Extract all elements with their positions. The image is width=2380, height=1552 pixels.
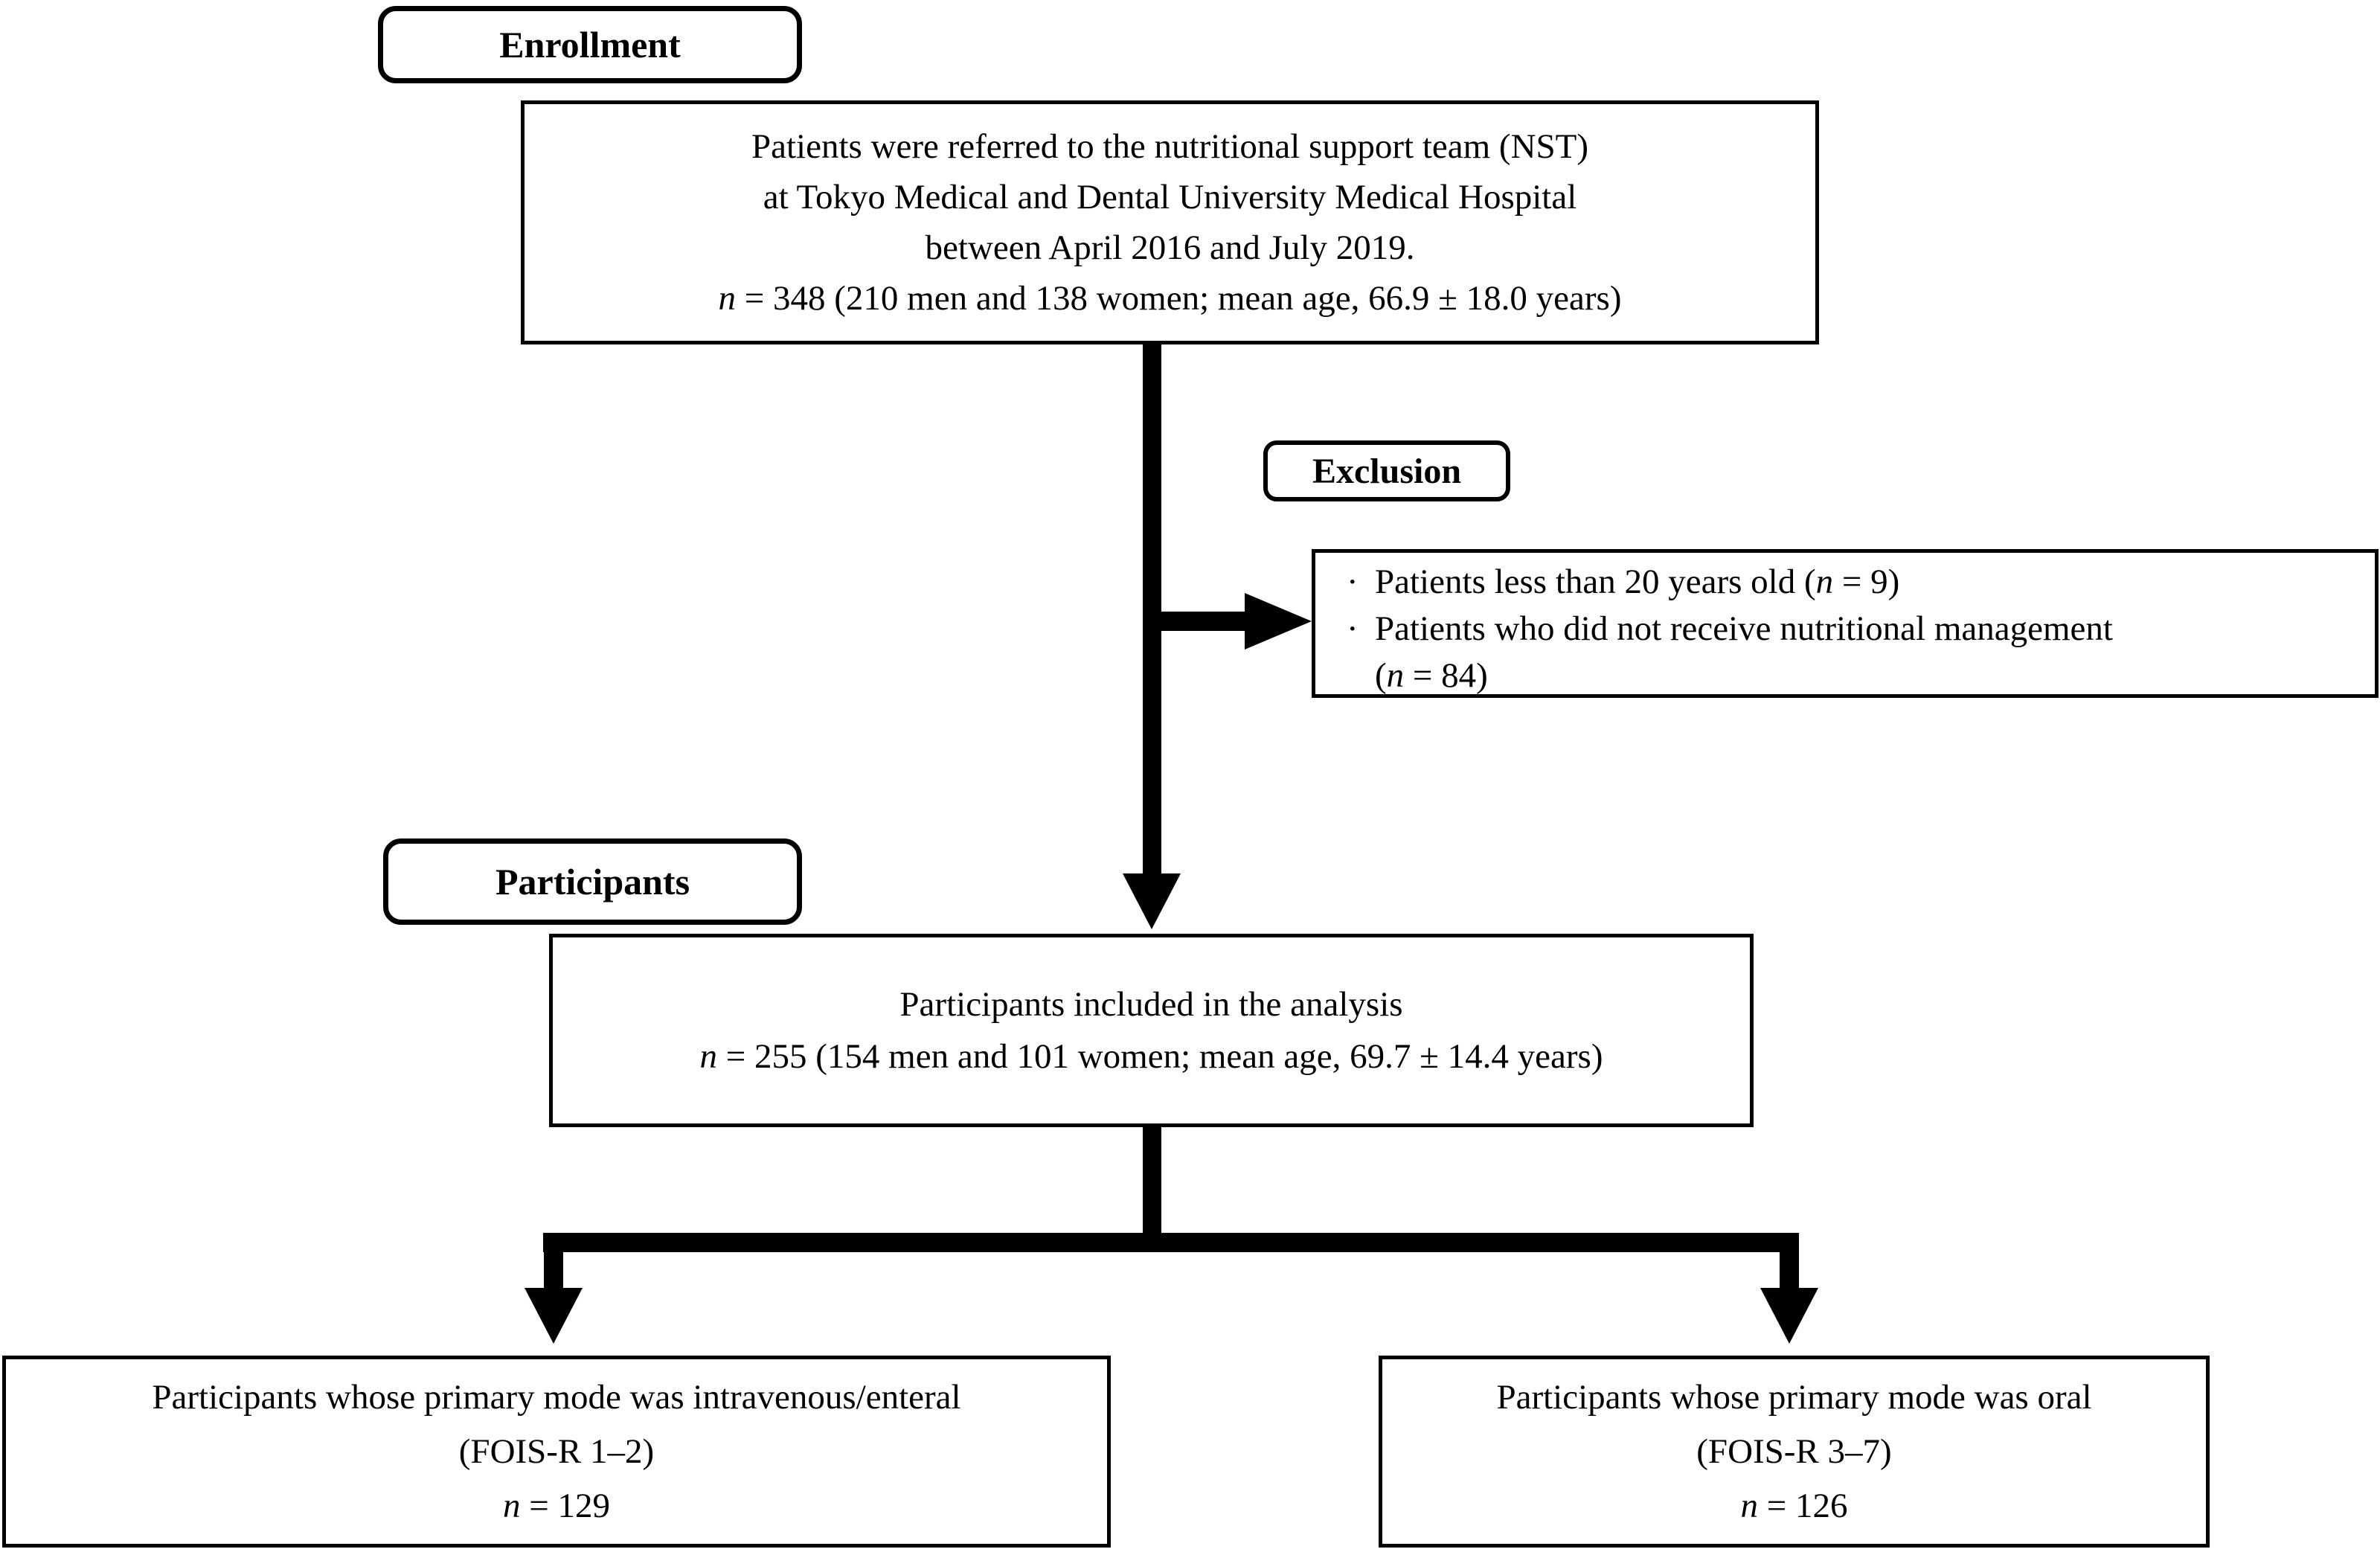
n-symbol: n [502,1486,521,1525]
bullet-icon: · [1347,609,1359,648]
n-symbol: n [1815,562,1834,601]
iv-enteral-outcome-box: Participants whose primary mode was intr… [2,1356,1111,1548]
exclusion-criteria-box: · Patients less than 20 years old (n = 9… [1312,549,2379,698]
arrow-to-exclusion-shaft [1143,612,1247,631]
n-symbol: n [699,1037,718,1076]
arrow-referred-to-analysis-head [1123,873,1181,929]
participants-stage-label-text: Participants [495,861,690,902]
exclusion-item-1-post: = 9) [1833,562,1900,601]
enrollment-stage-label: Enrollment [378,6,802,83]
arrow-to-oral-shaft [1780,1252,1799,1289]
oral-outcome-box: Participants whose primary mode was oral… [1379,1356,2210,1548]
exclusion-item-2: · Patients who did not receive nutrition… [1347,606,2360,652]
oral-n-stats: = 126 [1757,1486,1848,1525]
enrollment-stage-label-text: Enrollment [499,24,681,65]
iv-enteral-line-2: (FOIS-R 1–2) [458,1431,655,1471]
branch-stem-shaft [1143,1126,1161,1237]
exclusion-item-2-continued: (n = 84) [1375,652,2360,699]
exclusion-item-1-text: Patients less than 20 years old (n = 9) [1375,559,1899,606]
oral-line-1: Participants whose primary mode was oral [1496,1377,2092,1417]
participants-stage-label: Participants [383,838,802,925]
arrow-to-oral-head [1760,1288,1818,1344]
analysis-participants-box: Participants included in the analysis n … [549,934,1754,1127]
analysis-line-2: n = 255 (154 men and 101 women; mean age… [553,1030,1750,1083]
exclusion-item-2-cont-post: = 84) [1404,656,1488,695]
branch-horizontal-bar [543,1233,1799,1252]
arrow-to-iv-enteral-shaft [544,1252,563,1289]
referred-line-4: n = 348 (210 men and 138 women; mean age… [525,273,1815,324]
n-symbol: n [1740,1486,1758,1525]
iv-enteral-line-3: n = 129 [6,1479,1107,1533]
iv-enteral-line-1: Participants whose primary mode was intr… [152,1377,961,1417]
exclusion-stage-label: Exclusion [1263,440,1510,501]
arrow-to-exclusion-head [1245,593,1312,650]
oral-line-2: (FOIS-R 3–7) [1696,1431,1892,1471]
n-symbol: n [718,279,737,318]
arrow-to-iv-enteral-head [525,1288,583,1344]
exclusion-item-1-pre: Patients less than 20 years old ( [1375,562,1816,601]
n-symbol: n [1386,656,1405,695]
analysis-line-1: Participants included in the analysis [899,985,1403,1024]
arrow-referred-to-analysis-shaft [1143,342,1161,874]
exclusion-stage-label-text: Exclusion [1312,451,1462,491]
exclusion-item-1: · Patients less than 20 years old (n = 9… [1347,559,2360,606]
exclusion-item-2-cont-pre: ( [1375,656,1387,695]
oral-line-3: n = 126 [1382,1479,2206,1533]
bullet-icon: · [1347,562,1359,601]
referred-n-stats: = 348 (210 men and 138 women; mean age, … [736,279,1622,318]
referred-patients-box: Patients were referred to the nutritiona… [521,100,1819,344]
exclusion-item-2-text: Patients who did not receive nutritional… [1375,609,2113,648]
referred-line-2: at Tokyo Medical and Dental University M… [763,178,1577,217]
referred-line-1: Patients were referred to the nutritiona… [751,127,1589,166]
analysis-n-stats: = 255 (154 men and 101 women; mean age, … [717,1037,1603,1076]
iv-enteral-n-stats: = 129 [520,1486,610,1525]
referred-line-3: between April 2016 and July 2019. [925,228,1415,267]
